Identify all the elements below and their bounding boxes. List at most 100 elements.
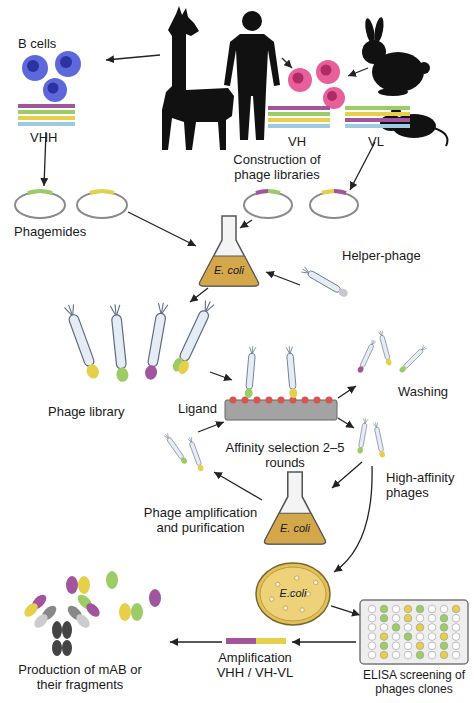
- node-label: E. coli: [263, 522, 327, 535]
- annotation-label: Affinity selection 2–5 rounds: [225, 440, 345, 470]
- plate-well: [392, 624, 400, 632]
- ligand-plate: [326, 397, 333, 404]
- process-arrow: [331, 606, 360, 615]
- phage: [144, 302, 169, 381]
- phagemid-insert: [334, 191, 346, 193]
- process-arrow: [334, 466, 372, 572]
- phage: [176, 359, 191, 376]
- plate-well: [428, 651, 436, 659]
- elisa-plate-outline: [360, 600, 468, 664]
- plate-well: [440, 624, 448, 632]
- process-arrow: [190, 288, 208, 302]
- process-arrow: [332, 462, 362, 488]
- gene-fragments: [18, 104, 410, 128]
- plate-well: [392, 614, 400, 622]
- node-label: E. coli: [198, 264, 260, 277]
- plate-well: [452, 605, 460, 613]
- gene-fragments: [18, 122, 75, 126]
- antibody-fragment: [131, 603, 143, 621]
- plate-well: [380, 614, 388, 622]
- antibody: [52, 640, 62, 656]
- gene-fragments: [268, 118, 330, 122]
- rabbit-silhouette: [362, 40, 386, 64]
- phage: [357, 447, 364, 454]
- plate-well: [392, 642, 400, 650]
- annotation-label: Ligand: [178, 401, 228, 416]
- b-cells: [43, 78, 67, 102]
- plate-well: [440, 642, 448, 650]
- phage: [109, 304, 129, 383]
- plate-well: [404, 633, 412, 641]
- phagemid-insert: [90, 191, 114, 193]
- mouse-silhouette: [380, 115, 402, 131]
- phage: [285, 346, 298, 398]
- ligand-plate: [302, 397, 309, 404]
- plate-well: [368, 624, 376, 632]
- rabbit-silhouette: [363, 17, 376, 44]
- b-cells: [55, 51, 81, 77]
- plate-well: [368, 651, 376, 659]
- plate-well: [392, 651, 400, 659]
- node-caption: ELISA screening of phages clones: [358, 668, 470, 696]
- gene-fragment: [226, 638, 256, 644]
- phage: [246, 346, 256, 390]
- human-silhouette: [242, 11, 262, 31]
- phagemid: [244, 192, 292, 218]
- process-arrow: [282, 58, 292, 68]
- plate-well: [392, 605, 400, 613]
- process-arrow: [338, 386, 356, 398]
- plate-well: [368, 614, 376, 622]
- colony: [300, 608, 304, 612]
- phagemid: [15, 192, 65, 218]
- gene-fragments: [345, 124, 410, 128]
- process-arrow: [348, 68, 368, 76]
- plate-well: [428, 633, 436, 641]
- ligand-plate: [254, 397, 261, 404]
- b-cells: [288, 68, 312, 92]
- annotation-label: VH: [288, 134, 318, 149]
- process-arrow: [266, 272, 300, 285]
- phage: [187, 436, 204, 471]
- gene-fragments: [18, 104, 75, 108]
- helper-phage: [300, 266, 349, 299]
- plate-well: [380, 642, 388, 650]
- rabbit-silhouette: [362, 17, 430, 96]
- plate-well: [380, 633, 388, 641]
- plate-well: [452, 614, 460, 622]
- plate-well: [452, 651, 460, 659]
- rabbit-silhouette: [418, 62, 430, 74]
- phage: [85, 363, 101, 381]
- ligand-plate: [314, 397, 321, 404]
- plate-well: [404, 614, 412, 622]
- phagemid: [310, 192, 358, 218]
- plate-well: [416, 633, 424, 641]
- node-label: E.coli: [255, 587, 331, 600]
- ligand-plate: [278, 397, 285, 404]
- phage: [357, 365, 365, 373]
- annotation-label: Construction of phage libraries: [222, 152, 332, 182]
- process-arrow: [240, 220, 252, 228]
- plate-well: [404, 605, 412, 613]
- colony: [306, 592, 310, 596]
- b-cells: [293, 73, 304, 84]
- plate-well: [380, 605, 388, 613]
- antibody-fragment: [78, 576, 90, 594]
- annotation-label: Production of mAB or their fragments: [15, 662, 145, 692]
- process-arrow: [106, 55, 160, 60]
- phage: [373, 422, 386, 458]
- colony: [283, 606, 287, 610]
- phagemid: [15, 192, 358, 218]
- ligand-plate: [225, 397, 337, 421]
- plate-well: [368, 642, 376, 650]
- phage: [357, 418, 369, 454]
- plate-well: [440, 614, 448, 622]
- antibody-fragment: [149, 589, 161, 607]
- phagemid-insert: [28, 191, 346, 193]
- phage: [244, 388, 253, 398]
- plate-well: [416, 614, 424, 622]
- phage: [147, 302, 168, 367]
- helper-phage: [301, 266, 342, 293]
- phagemid-insert: [256, 191, 268, 193]
